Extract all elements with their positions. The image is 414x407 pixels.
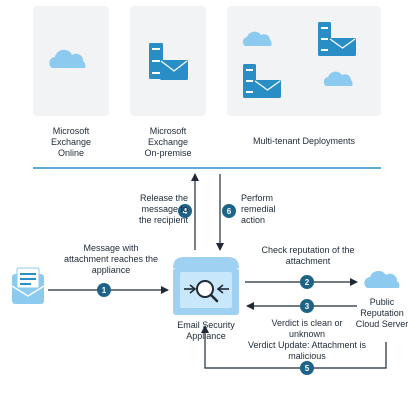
step-badge-5: 5 [300,361,314,375]
step-number: 4 [183,207,188,216]
magnifier-appliance-icon [173,257,239,315]
step-badge-2: 2 [300,275,314,289]
step-number: 2 [305,278,310,287]
arrow-verdict-update [201,325,387,369]
cloud-icon [49,49,86,68]
cloud-icon [364,270,400,288]
remedial-action-label: Perform remedial action [241,193,276,225]
incoming-message-label: Message with attachment reaches the appl… [63,243,159,275]
step-number: 1 [102,286,107,295]
server-mail-icon [149,43,188,80]
check-reputation-label: Check reputation of the attachment [261,245,355,266]
exchange-onprem-label: Microsoft Exchange On-premise [144,126,192,158]
cloud-icon [242,31,272,46]
step-badge-1: 1 [97,283,111,297]
step-number: 5 [305,364,310,373]
server-mail-icon [318,22,356,56]
step-number: 3 [305,302,310,311]
multitenant-label: Multi-tenant Deployments [252,136,356,146]
verdict-clean-label: Verdict is clean or unknown [271,318,343,339]
exchange-online-label: Microsoft Exchange Online [50,126,92,158]
step-number: 6 [227,207,232,216]
release-message-label: Release the message to the recipient [138,193,188,225]
appliance-label: Email Security Appliance [177,320,235,341]
step-badge-6: 6 [222,204,236,218]
server-mail-icon [243,64,281,98]
multitenant-panel [227,6,381,116]
cloud-icon [323,71,353,86]
step-badge-4: 4 [178,204,192,218]
email-envelope-icon [11,267,45,304]
reputation-cloud-label: Public Reputation Cloud Server [355,297,409,329]
step-badge-3: 3 [300,299,314,313]
verdict-update-label: Verdict Update: Attachment is malicious [247,340,367,361]
